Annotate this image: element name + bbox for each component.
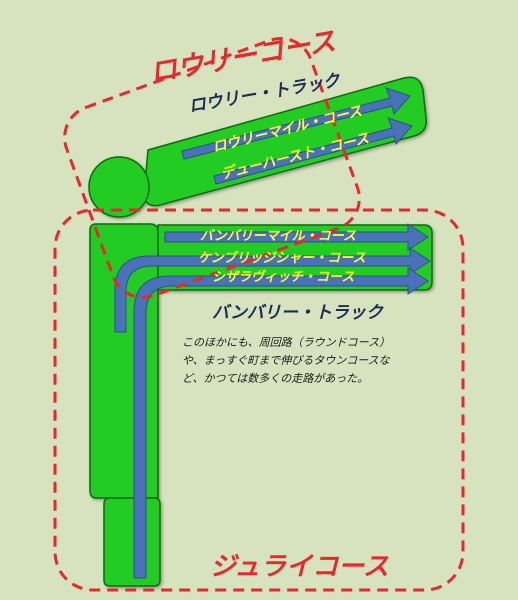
cesarewitch-arrow (133, 267, 429, 579)
july-route-label-2: ケンブリッジシャー・コース (198, 250, 366, 266)
note-line-2: や、まっすぐ町まで伸びるタウンコースな (182, 354, 391, 367)
july-route-label-3: シザラヴィッチ・コース (212, 269, 354, 285)
july-route-label-1: バンバリーマイル・コース (200, 229, 356, 244)
note-line-1: このほかにも、周回路（ラウンドコース） (182, 336, 390, 349)
dewhurst-arrow (213, 117, 413, 185)
rowley-arrows (181, 87, 413, 185)
bunbury-track-title: バンバリー・トラック (212, 303, 384, 323)
legs-shape (103, 497, 161, 587)
rowley-course-outline (63, 37, 361, 299)
bunbury-mile-arrow (164, 223, 429, 251)
note-line-3: ど、かつては数多くの走路があった。 (182, 372, 368, 385)
head-circle (88, 156, 150, 218)
july-arrows (114, 223, 431, 579)
cambridgeshire-arrow (114, 247, 431, 333)
note-block: このほかにも、周回路（ラウンドコース） や、まっすぐ町まで伸びるタウンコースな … (182, 336, 391, 385)
july-course-outline (53, 208, 465, 592)
rowley-mile-arrow (181, 87, 411, 160)
july-course-title: ジュライコース (210, 552, 389, 582)
